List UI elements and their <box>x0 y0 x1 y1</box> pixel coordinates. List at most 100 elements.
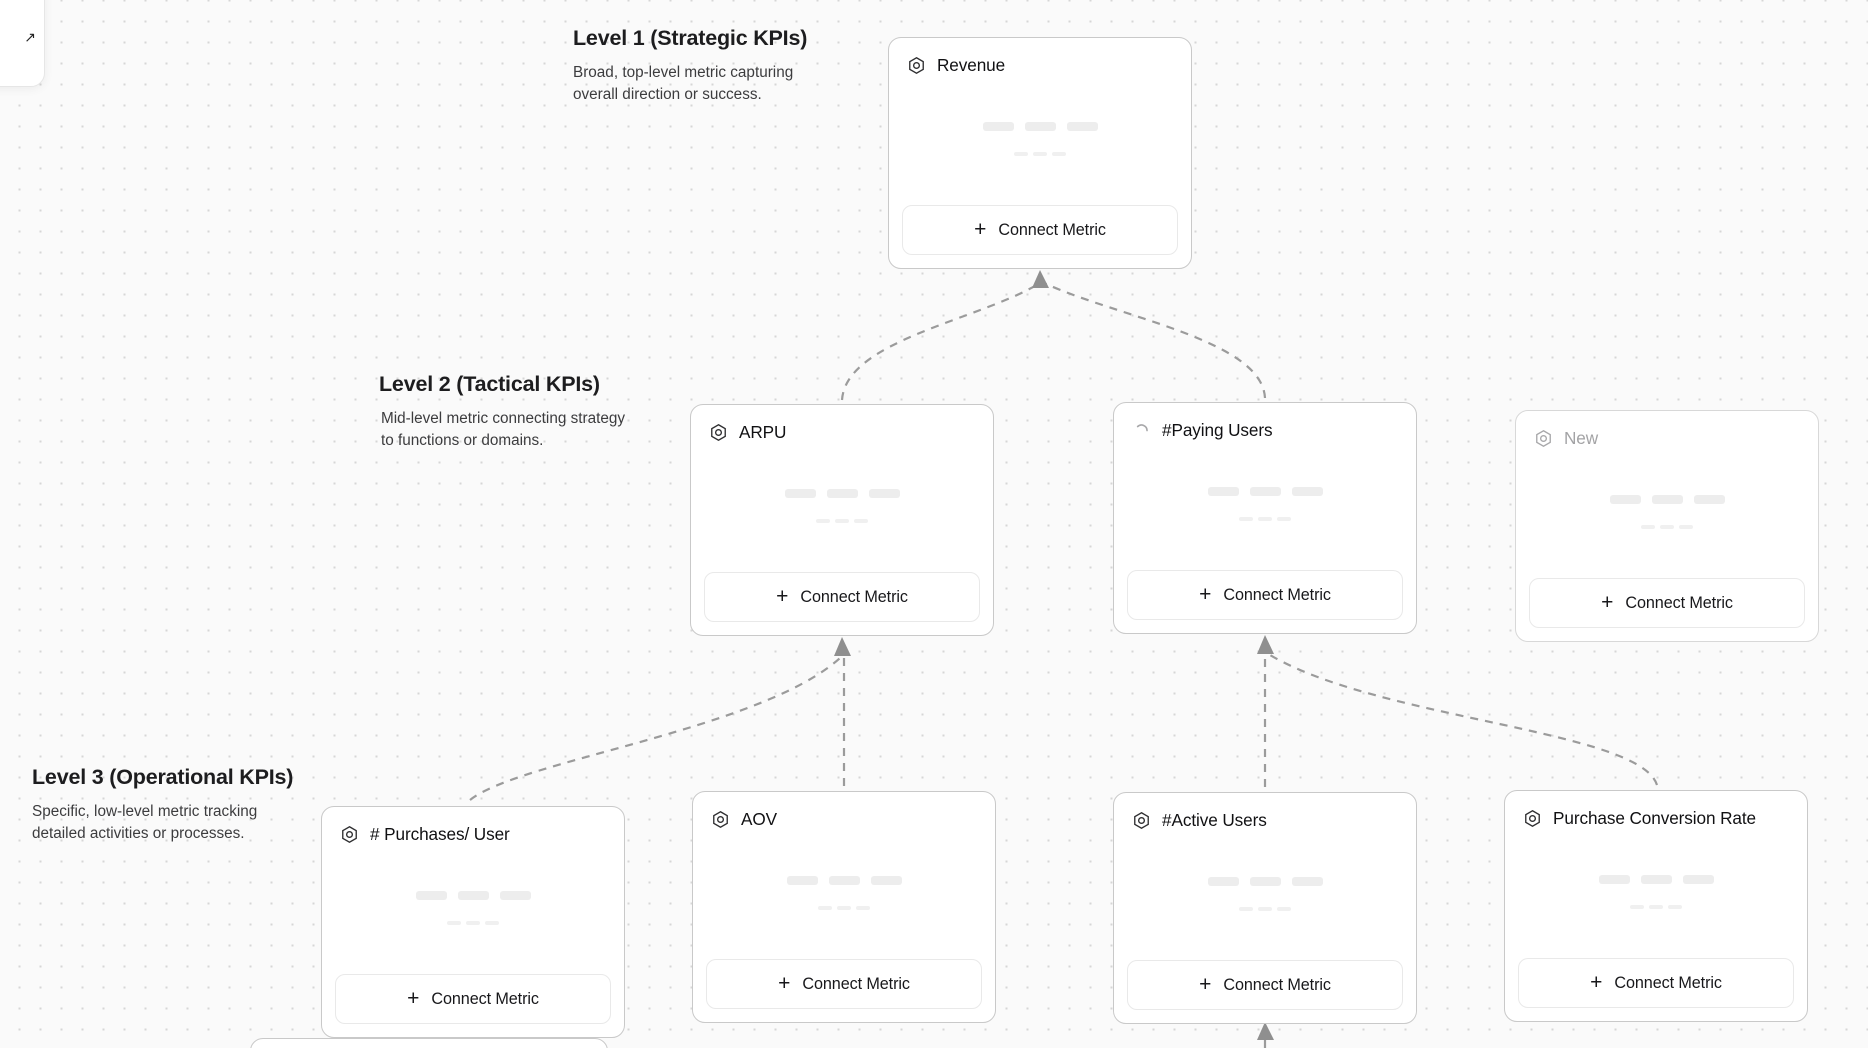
level-1-label-block: Level 1 (Strategic KPIs) Broad, top-leve… <box>573 26 825 105</box>
metric-card-new[interactable]: New + Connect Metric <box>1515 410 1819 642</box>
skeleton-bar <box>786 875 818 885</box>
edge-arpu-to-revenue <box>840 282 1041 401</box>
connect-metric-button[interactable]: + Connect Metric <box>1529 578 1805 628</box>
card-header: ARPU <box>691 405 993 443</box>
metric-card-revenue[interactable]: Revenue + Connect Metric <box>888 37 1192 269</box>
skeleton-bar <box>447 920 461 925</box>
skeleton-row-primary <box>415 890 531 900</box>
card-title: Revenue <box>937 55 1006 75</box>
skeleton-bar <box>1277 906 1291 911</box>
skeleton-bar <box>457 890 489 900</box>
skeleton-row-primary <box>1598 874 1714 884</box>
card-header: # Purchases/ User <box>322 807 624 845</box>
skeleton-bar <box>1609 494 1641 504</box>
skeleton-bar <box>1651 494 1683 504</box>
skeleton-bar <box>828 875 860 885</box>
plus-icon: + <box>776 584 789 608</box>
plus-icon: + <box>778 971 791 995</box>
skeleton-bar <box>1239 516 1253 521</box>
card-placeholder-body <box>691 443 993 572</box>
connect-metric-button[interactable]: + Connect Metric <box>706 959 982 1009</box>
hexagon-metric-icon <box>1134 811 1149 830</box>
connect-metric-button[interactable]: + Connect Metric <box>1127 960 1403 1010</box>
skeleton-bar <box>1668 904 1682 909</box>
metric-card-partial-offscreen[interactable] <box>250 1038 608 1048</box>
card-title: #Active Users <box>1162 810 1267 830</box>
skeleton-bar <box>485 920 499 925</box>
plus-icon: + <box>1199 972 1212 996</box>
connect-metric-button[interactable]: + Connect Metric <box>335 974 611 1024</box>
skeleton-bar <box>854 518 868 523</box>
card-title: #Paying Users <box>1162 420 1273 440</box>
skeleton-row-secondary <box>818 905 870 910</box>
card-title: AOV <box>741 809 777 829</box>
plus-icon: + <box>974 217 987 241</box>
metric-card-purchases-per-user[interactable]: # Purchases/ User + Connect Metric <box>321 806 625 1038</box>
plus-icon: + <box>1199 582 1212 606</box>
skeleton-row-secondary <box>1239 906 1291 911</box>
connect-metric-label: Connect Metric <box>1223 975 1331 994</box>
skeleton-bar <box>982 121 1014 131</box>
connect-metric-button[interactable]: + Connect Metric <box>1127 570 1403 620</box>
metric-card-paying-users[interactable]: #Paying Users + Connect Metric <box>1113 402 1417 634</box>
skeleton-bar <box>816 518 830 523</box>
hexagon-metric-icon <box>713 810 728 829</box>
skeleton-bar <box>499 890 531 900</box>
card-placeholder-body <box>1114 441 1416 570</box>
skeleton-bar <box>415 890 447 900</box>
card-placeholder-body <box>1114 831 1416 960</box>
card-title: Purchase Conversion Rate <box>1553 808 1757 828</box>
skeleton-bar <box>1693 494 1725 504</box>
level-2-title: Level 2 (Tactical KPIs) <box>379 372 600 396</box>
hexagon-metric-icon <box>1536 429 1551 448</box>
connect-metric-label: Connect Metric <box>1614 973 1722 992</box>
skeleton-bar <box>1033 151 1047 156</box>
level-3-description: Specific, low-level metric tracking deta… <box>32 803 258 842</box>
skeleton-bar <box>784 488 816 498</box>
connect-metric-button[interactable]: + Connect Metric <box>902 205 1178 255</box>
hexagon-metric-icon <box>909 56 924 75</box>
skeleton-bar <box>466 920 480 925</box>
skeleton-bar <box>1024 121 1056 131</box>
skeleton-bar <box>1258 906 1272 911</box>
skeleton-row-primary <box>786 875 902 885</box>
skeleton-bar <box>856 905 870 910</box>
skeleton-bar <box>1207 876 1239 886</box>
card-header: AOV <box>693 792 995 830</box>
connect-metric-label: Connect Metric <box>431 989 539 1008</box>
card-title: ARPU <box>739 422 787 442</box>
skeleton-bar <box>1640 874 1672 884</box>
metric-card-purchase-conversion-rate[interactable]: Purchase Conversion Rate + Connect Metri… <box>1504 790 1808 1022</box>
connect-metric-button[interactable]: + Connect Metric <box>704 572 980 622</box>
connect-metric-button[interactable]: + Connect Metric <box>1518 958 1794 1008</box>
metric-card-arpu[interactable]: ARPU + Connect Metric <box>690 404 994 636</box>
card-placeholder-body <box>1516 449 1818 578</box>
arrow-up-right-icon: ↗ <box>24 29 36 45</box>
metric-card-active-users[interactable]: #Active Users + Connect Metric <box>1113 792 1417 1024</box>
skeleton-bar <box>826 488 858 498</box>
skeleton-row-secondary <box>816 518 868 523</box>
connect-metric-label: Connect Metric <box>802 974 910 993</box>
corner-panel[interactable]: ↗ <box>0 0 45 87</box>
skeleton-bar <box>818 905 832 910</box>
arrowhead-paying <box>1257 635 1274 654</box>
skeleton-row-primary <box>784 488 900 498</box>
level-3-label-block: Level 3 (Operational KPIs) Specific, low… <box>32 765 293 844</box>
card-title: # Purchases/ User <box>370 824 510 844</box>
skeleton-row-secondary <box>1641 524 1693 529</box>
card-placeholder-body <box>889 76 1191 205</box>
level-1-title: Level 1 (Strategic KPIs) <box>573 26 808 50</box>
level-3-title: Level 3 (Operational KPIs) <box>32 765 294 789</box>
metric-card-aov[interactable]: AOV + Connect Metric <box>692 791 996 1023</box>
skeleton-bar <box>1066 121 1098 131</box>
skeleton-row-primary <box>1207 486 1323 496</box>
card-placeholder-body <box>322 845 624 974</box>
card-header: Purchase Conversion Rate <box>1505 791 1807 829</box>
skeleton-bar <box>1649 904 1663 909</box>
arrowhead-revenue <box>1032 270 1049 288</box>
connect-metric-label: Connect Metric <box>1223 585 1331 604</box>
skeleton-bar <box>1679 524 1693 529</box>
plus-icon: + <box>407 986 420 1010</box>
edge-pcr-to-paying <box>1269 654 1659 786</box>
